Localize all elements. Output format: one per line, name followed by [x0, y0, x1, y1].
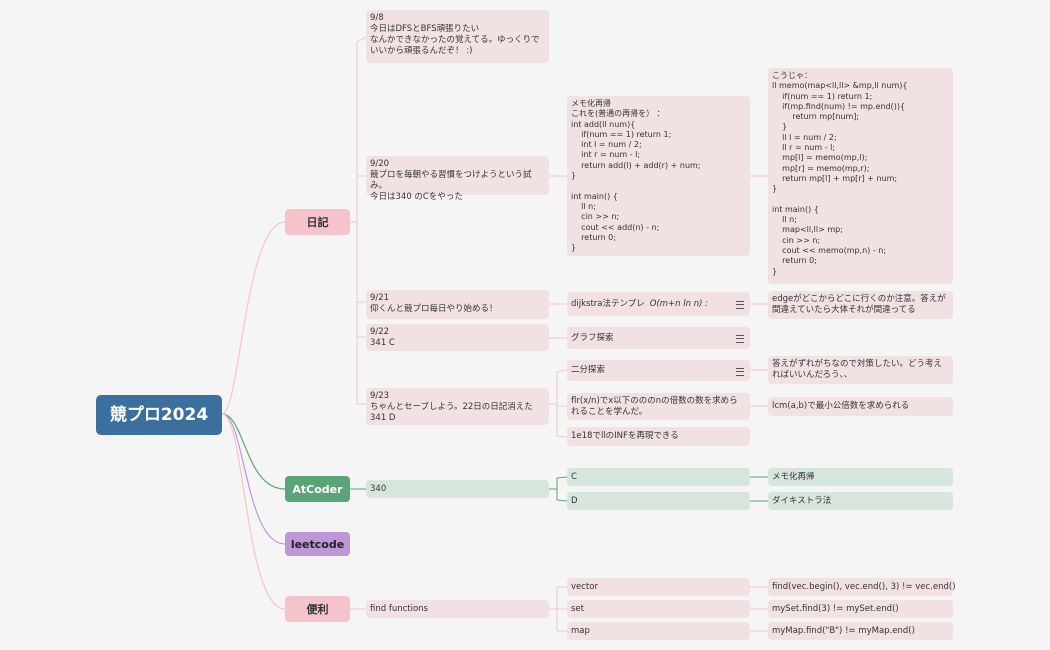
diary-9-21[interactable]: 9/21 仰くんと競プロ毎日やり始める！ — [366, 290, 549, 319]
link-root-benri — [221, 413, 286, 610]
branch-benri[interactable]: 便利 — [285, 596, 350, 622]
binary-search-note[interactable]: 答えがずれがちなので対策したい。どう考えればいいんだろう、、 — [768, 356, 953, 384]
find-functions[interactable]: find functions — [366, 600, 549, 618]
diary-9-8[interactable]: 9/8 今日はDFSとBFS頑張りたい なんかできなかったの覚えてる。ゆっくりで… — [366, 10, 549, 63]
memo-recursion-plain-code[interactable]: メモ化再帰 これを(普通の再帰を） ： int add(ll num){ if(… — [567, 96, 750, 256]
find-set-code[interactable]: mySet.find(3) != mySet.end() — [768, 600, 953, 618]
find-set[interactable]: set — [567, 600, 750, 618]
atcoder-340-c-note[interactable]: メモ化再帰 — [768, 468, 953, 486]
diary-9-22[interactable]: 9/22 341 C — [366, 324, 549, 351]
link-root-leetcode — [221, 413, 286, 545]
graph-search-label: グラフ探索 — [571, 332, 614, 343]
atcoder-340[interactable]: 340 — [366, 480, 549, 498]
atcoder-340-d[interactable]: D — [567, 492, 750, 510]
dijkstra-note[interactable]: edgeがどこからどこに行くのか注意。答えが間違えていたら大体それが間違ってる — [768, 291, 953, 319]
find-vector[interactable]: vector — [567, 578, 750, 596]
root-node[interactable]: 競プロ2024 — [96, 395, 222, 435]
note-icon[interactable] — [736, 301, 744, 309]
graph-search[interactable]: グラフ探索 — [567, 327, 750, 349]
flr-multiples-note[interactable]: flr(x/n)でx以下のののnの倍数の数を求められることを学んだ。 — [567, 393, 750, 420]
diary-9-20[interactable]: 9/20 競プロを毎朝やる習慣をつけようという試み。 今日は340 のCをやった — [366, 156, 549, 202]
memo-recursion-solution-code[interactable]: こうじゃ： ll memo(map<ll,ll> &mp,ll num){ if… — [768, 68, 953, 284]
atcoder-340-d-note[interactable]: ダイキストラ法 — [768, 492, 953, 510]
inf-note[interactable]: 1e18でllのINFを再現できる — [567, 427, 750, 446]
dijkstra-complexity: O(m+n ln n) : — [649, 298, 708, 309]
binary-search-label: 二分探索 — [571, 365, 606, 375]
find-vector-code[interactable]: find(vec.begin(), vec.end(), 3) != vec.e… — [768, 578, 956, 596]
atcoder-340-c[interactable]: C — [567, 468, 750, 486]
binary-search[interactable]: 二分探索 — [567, 360, 750, 381]
link-root-nikki — [221, 221, 286, 415]
branch-atcoder[interactable]: AtCoder — [285, 476, 350, 502]
link-nikki-trunk — [350, 42, 358, 404]
branch-leetcode[interactable]: leetcode — [285, 532, 350, 556]
find-map-code[interactable]: myMap.find("B") != myMap.end() — [768, 622, 953, 640]
link-root-atcoder — [221, 413, 286, 490]
diary-9-23[interactable]: 9/23 ちゃんとセーブしよう。22日の日記消えた 341 D — [366, 388, 549, 425]
note-icon[interactable] — [736, 367, 744, 376]
dijkstra-template[interactable]: dijkstra法テンプレ O(m+n ln n) : — [567, 292, 750, 316]
note-icon[interactable] — [736, 335, 744, 343]
branch-nikki[interactable]: 日記 — [285, 209, 350, 235]
dijkstra-label: dijkstra法テンプレ — [571, 298, 645, 309]
find-map[interactable]: map — [567, 622, 750, 640]
lcm-note[interactable]: lcm(a,b)で最小公倍数を求められる — [768, 397, 953, 416]
